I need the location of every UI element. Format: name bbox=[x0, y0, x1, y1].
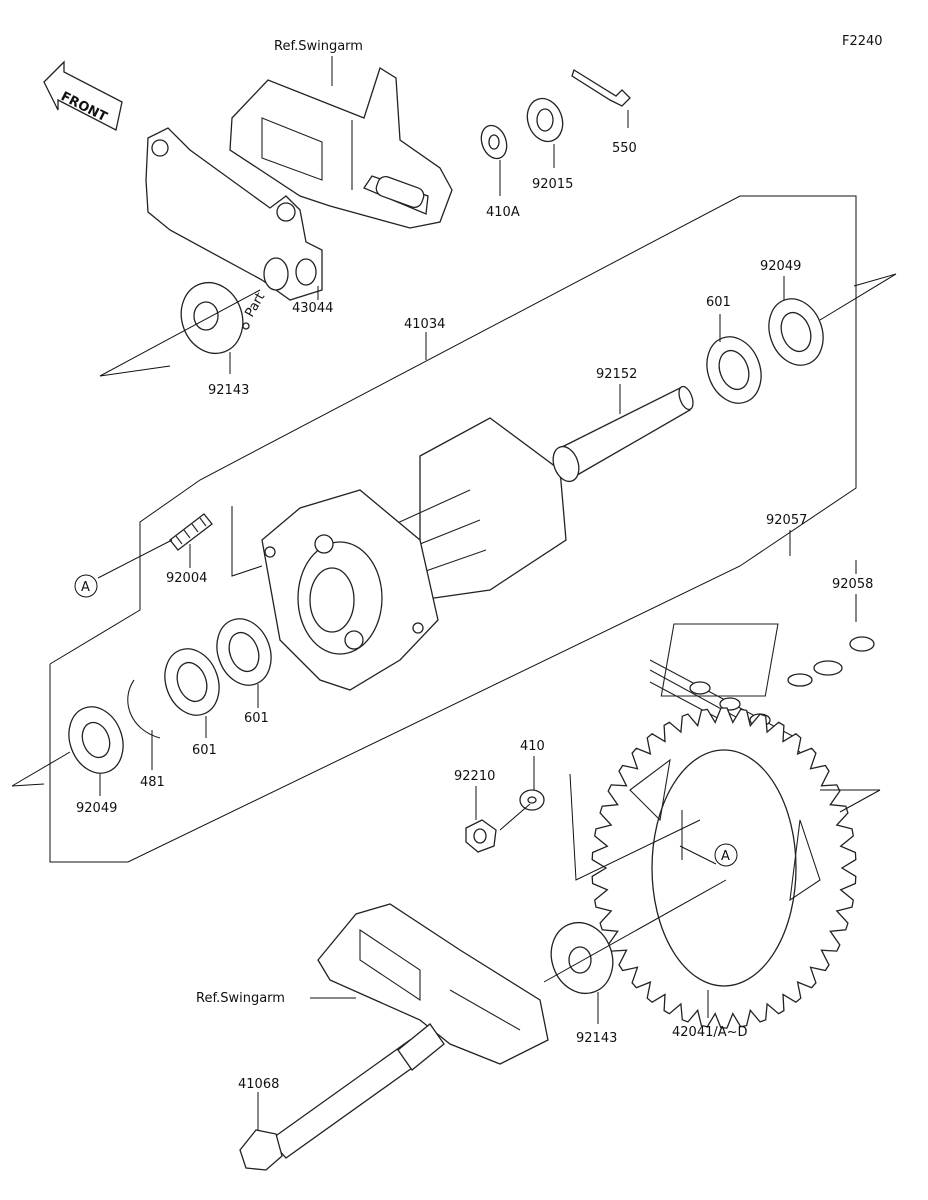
collar-upper-drawing bbox=[180, 281, 250, 355]
part-number-92049-right: 92049 bbox=[760, 259, 801, 274]
swingarm-left-drawing bbox=[145, 67, 453, 301]
part-number-43044: 43044 bbox=[292, 301, 333, 316]
callout-a-left: A bbox=[74, 574, 98, 598]
part-number-92049-left: 92049 bbox=[76, 801, 117, 816]
part-number-601-left-inner: 601 bbox=[192, 743, 217, 758]
part-number-601-left-outer: 601 bbox=[244, 711, 269, 726]
stud-drawing bbox=[169, 513, 213, 551]
hub-drawing bbox=[261, 417, 567, 691]
part-number-92152: 92152 bbox=[596, 367, 637, 382]
collar-lower-drawing bbox=[550, 921, 614, 995]
callout-a-left-text: A bbox=[81, 580, 90, 595]
nut-washer-drawing bbox=[465, 789, 545, 853]
swingarm-right-drawing bbox=[317, 903, 549, 1065]
part-number-92057: 92057 bbox=[766, 513, 807, 528]
front-arrow-icon: FRONT bbox=[43, 60, 123, 131]
part-number-42041: 42041/A~D bbox=[672, 1025, 748, 1040]
part-number-92004: 92004 bbox=[166, 571, 207, 586]
part-number-550: 550 bbox=[612, 141, 637, 156]
part-number-92058: 92058 bbox=[832, 577, 873, 592]
callout-a-right: A bbox=[714, 843, 738, 867]
part-number-92143-upper: 92143 bbox=[208, 383, 249, 398]
assembly-frames bbox=[11, 195, 897, 983]
part-number-92015: 92015 bbox=[532, 177, 573, 192]
part-number-601-right: 601 bbox=[706, 295, 731, 310]
axle-drawing bbox=[239, 1023, 445, 1171]
spacer-tube-drawing bbox=[552, 385, 694, 483]
part-number-410: 410 bbox=[520, 739, 545, 754]
part-number-41034: 41034 bbox=[404, 317, 445, 332]
bearings-left-drawing bbox=[68, 618, 272, 774]
part-number-410a: 410A bbox=[486, 205, 520, 220]
part-number-92210: 92210 bbox=[454, 769, 495, 784]
upper-small-parts bbox=[480, 69, 631, 160]
leader-lines bbox=[97, 56, 857, 1130]
callout-a-right-text: A bbox=[721, 849, 730, 864]
part-label: Part bbox=[242, 290, 268, 320]
sprocket-drawing bbox=[591, 707, 857, 1029]
part-number-92143-lower: 92143 bbox=[576, 1031, 617, 1046]
ref-swingarm-bottom: Ref.Swingarm bbox=[196, 991, 285, 1006]
part-number-41068: 41068 bbox=[238, 1077, 279, 1092]
bearings-right-drawing bbox=[706, 298, 824, 404]
ref-swingarm-top: Ref.Swingarm bbox=[274, 39, 363, 54]
diagram-code: F2240 bbox=[842, 34, 883, 49]
part-number-481: 481 bbox=[140, 775, 165, 790]
